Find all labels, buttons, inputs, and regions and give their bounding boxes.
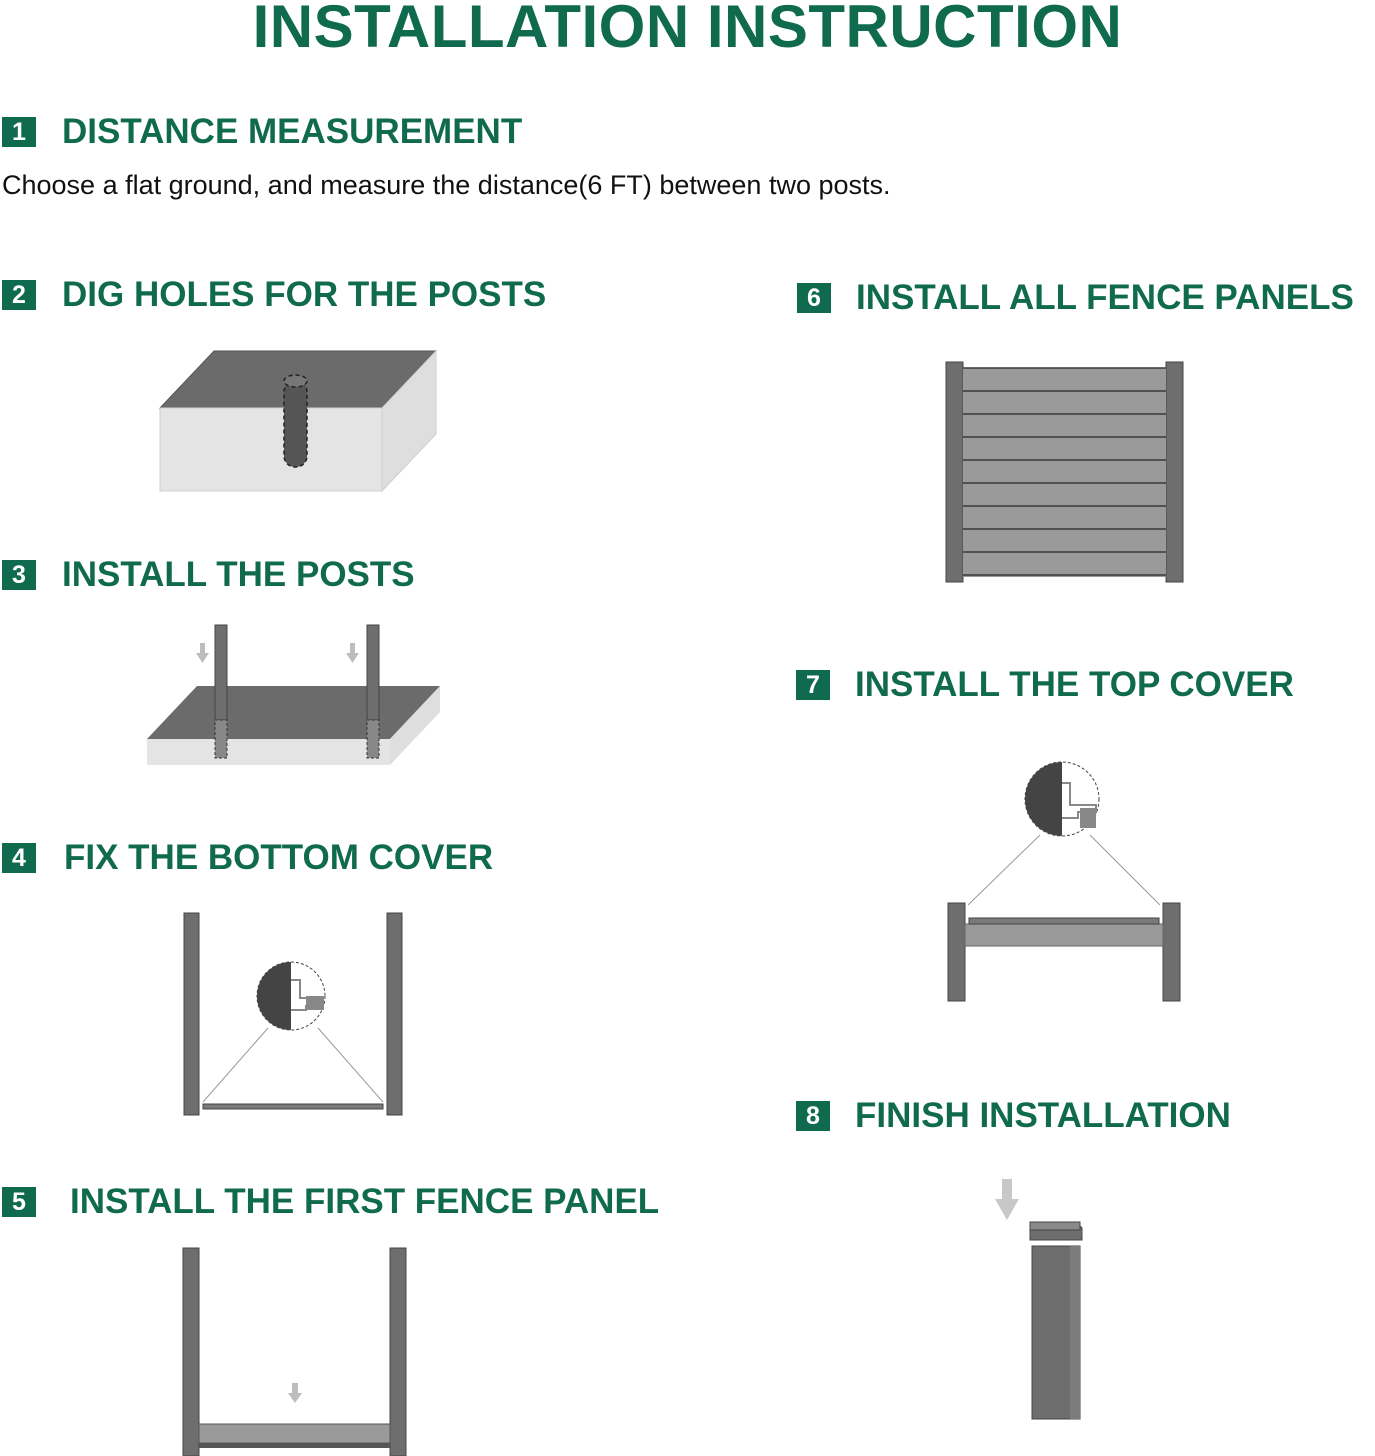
step-6-heading: 6 INSTALL ALL FENCE PANELS [797,278,1354,318]
step-4-heading: 4 FIX THE BOTTOM COVER [2,838,493,878]
step-2-label: DIG HOLES FOR THE POSTS [62,275,547,314]
step-1-label: DISTANCE MEASUREMENT [62,112,523,151]
step-8-number: 8 [796,1101,830,1131]
down-arrow-icon [288,1383,302,1403]
down-arrow-icon [995,1179,1019,1220]
step-8-heading: 8 FINISH INSTALLATION [796,1096,1231,1136]
page-title: INSTALLATION INSTRUCTION [252,0,1123,60]
step-4-label: FIX THE BOTTOM COVER [64,838,494,877]
step-4-number: 4 [2,843,36,873]
step-3-heading: 3 INSTALL THE POSTS [2,555,415,595]
detail-zoom-icon [256,961,326,1031]
step-6-number: 6 [797,283,831,313]
step-3-label: INSTALL THE POSTS [62,555,415,594]
down-arrow-icon [196,643,209,663]
step-1-number: 1 [2,117,36,147]
step-5-number: 5 [2,1187,36,1217]
install-posts-illustration [147,624,440,765]
step-3-number: 3 [2,560,36,590]
step-6-label: INSTALL ALL FENCE PANELS [856,278,1354,317]
step-7-heading: 7 INSTALL THE TOP COVER [796,665,1294,705]
step-2-heading: 2 DIG HOLES FOR THE POSTS [2,275,546,315]
dig-hole-illustration [158,349,438,493]
first-panel-illustration [182,1247,407,1456]
step-7-number: 7 [796,670,830,700]
step-5-label: INSTALL THE FIRST FENCE PANEL [70,1182,660,1221]
finish-illustration [995,1179,1083,1420]
down-arrow-icon [346,643,359,663]
top-cover-illustration [947,761,1181,1002]
step-1-description: Choose a flat ground, and measure the di… [2,170,891,200]
all-panels-illustration [945,361,1184,583]
step-5-heading: 5 INSTALL THE FIRST FENCE PANEL [2,1182,659,1222]
step-2-number: 2 [2,280,36,310]
step-7-label: INSTALL THE TOP COVER [855,665,1294,704]
step-1-heading: 1 DISTANCE MEASUREMENT [2,112,522,152]
detail-zoom-icon [1024,761,1100,837]
step-8-label: FINISH INSTALLATION [855,1096,1231,1135]
bottom-cover-illustration [183,912,403,1116]
